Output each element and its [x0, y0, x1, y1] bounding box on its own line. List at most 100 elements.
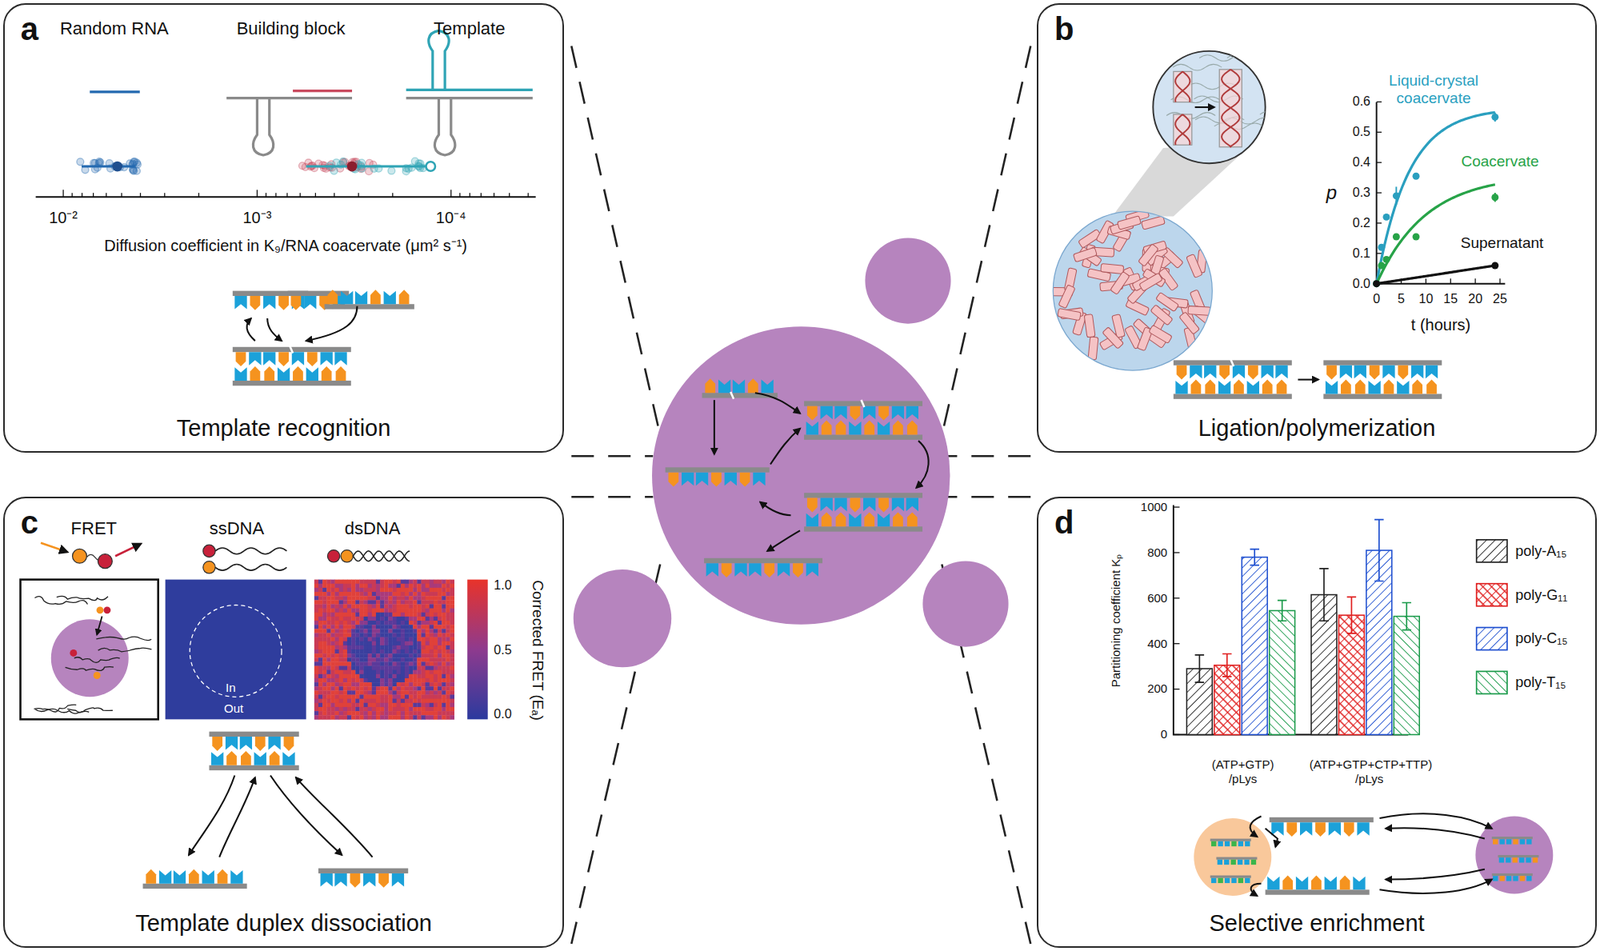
fret-pixel	[347, 653, 352, 659]
fret-pixel	[441, 584, 447, 589]
fret-pixel	[396, 632, 402, 638]
fret-pixel	[368, 682, 373, 688]
fret-pixel	[347, 616, 352, 622]
fret-pixel	[408, 588, 414, 593]
fret-pixel	[400, 707, 406, 712]
label: p	[1326, 181, 1337, 204]
arrow	[1379, 813, 1492, 829]
fret-pixel	[425, 682, 431, 688]
arrow	[1251, 884, 1262, 896]
fret-pixel	[314, 661, 320, 667]
fret-pixel	[330, 645, 336, 651]
fret-pixel	[368, 695, 373, 700]
label: 10⁻³	[242, 208, 272, 227]
coacervate-droplet	[652, 326, 950, 624]
fret-pixel	[343, 628, 348, 634]
fret-pixel	[372, 600, 377, 605]
fret-pixel	[322, 686, 328, 692]
dna-cylinder	[1148, 324, 1172, 344]
fret-pixel	[449, 596, 455, 601]
fret-pixel	[347, 588, 352, 593]
fret-pixel	[347, 666, 352, 672]
strand	[704, 558, 823, 578]
fret-pixel	[445, 649, 451, 655]
fret-pixel	[441, 699, 447, 704]
tick	[508, 192, 510, 197]
fret-pixel	[380, 653, 385, 659]
fret-pixel	[433, 580, 439, 585]
fret-pixel	[364, 695, 369, 700]
fret-pixel	[388, 592, 393, 597]
fret-pixel	[314, 604, 320, 609]
fret-pixel	[355, 649, 360, 655]
fret-pixel	[420, 670, 426, 676]
fret-pixel	[380, 674, 385, 680]
fret-pixel	[384, 624, 389, 630]
fret-pixel	[364, 711, 369, 716]
fret-pixel	[326, 686, 332, 692]
fret-pixel	[433, 596, 439, 601]
mean-dot	[112, 161, 123, 172]
data-point	[1372, 280, 1380, 288]
fret-pixel	[429, 641, 435, 647]
fret-pixel	[322, 661, 328, 667]
bar	[1269, 610, 1296, 735]
fret-pixel	[408, 715, 414, 720]
fret-pixel	[425, 657, 431, 663]
fret-pixel	[318, 588, 324, 593]
fret-pixel	[392, 600, 398, 605]
fret-pixel	[326, 678, 332, 684]
fret-pixel	[351, 588, 356, 593]
fret-pixel	[408, 580, 414, 585]
fret-pixel	[388, 682, 393, 688]
fret-pixel	[368, 715, 373, 720]
fret-pixel	[425, 608, 431, 614]
fret-pixel	[355, 653, 360, 659]
fret-pixel	[400, 674, 406, 680]
fret-pixel	[322, 616, 328, 622]
fret-pixel	[412, 588, 418, 593]
panel: bLigation/polymerization	[1036, 3, 1597, 454]
fret-pixel	[433, 678, 439, 684]
tick	[81, 192, 83, 197]
tick	[358, 192, 360, 197]
fret-pixel	[412, 580, 418, 585]
fret-pixel	[408, 592, 414, 597]
error-bar	[1402, 603, 1412, 631]
fret-pixel	[339, 628, 344, 634]
fret-pixel	[335, 682, 340, 688]
strand	[1323, 380, 1442, 400]
fret-pixel	[318, 707, 324, 712]
tick	[62, 189, 64, 197]
fret-pixel	[384, 670, 389, 676]
fret-pixel	[433, 584, 439, 589]
dna-chain	[65, 667, 114, 672]
fret-pixel	[396, 592, 402, 597]
fret-pixel	[441, 604, 447, 609]
fret-pixel	[330, 604, 336, 609]
fret-pixel	[429, 600, 435, 605]
fret-pixel	[433, 649, 439, 655]
fret-pixel	[425, 699, 431, 704]
fret-pixel	[400, 703, 406, 708]
fret-pixel	[420, 674, 426, 680]
fret-pixel	[355, 699, 360, 704]
fret-pixel	[441, 695, 447, 700]
fret-pixel	[355, 628, 360, 634]
fret-pixel	[420, 661, 426, 667]
fret-pixel	[449, 600, 455, 605]
fret-pixel	[335, 588, 340, 593]
fret-pixel	[384, 711, 389, 716]
fret-pixel	[404, 661, 410, 667]
fret-pixel	[425, 580, 431, 585]
tick	[1376, 162, 1382, 164]
fret-pixel	[322, 628, 328, 634]
fret-pixel	[416, 707, 422, 712]
fret-pixel	[392, 653, 398, 659]
fret-pixel	[347, 612, 352, 618]
fret-pixel	[449, 592, 455, 597]
fret-pixel	[433, 686, 439, 692]
fret-pixel	[412, 632, 418, 638]
fret-pixel	[355, 580, 360, 585]
fret-pixel	[339, 649, 344, 655]
